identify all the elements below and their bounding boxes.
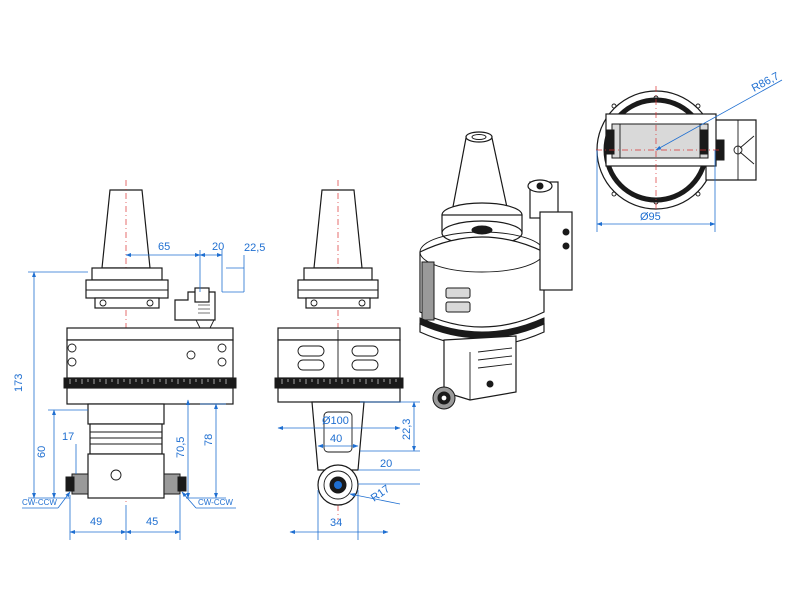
front-view bbox=[63, 180, 237, 505]
angle-scale-side bbox=[281, 379, 397, 384]
dim-22-3: 22,3 bbox=[401, 419, 413, 440]
dim-r86-7: R86,7 bbox=[750, 70, 782, 94]
dim-45: 45 bbox=[146, 516, 158, 528]
front-view-dimensions: 65 20 22,5 173 60 17 70,5 78 bbox=[13, 241, 265, 540]
cw-ccw-left: CW-CCW bbox=[22, 498, 57, 507]
dim-r17: R17 bbox=[369, 483, 392, 504]
angle-scale-front bbox=[69, 379, 227, 384]
dim-34: 34 bbox=[330, 517, 342, 529]
dim-dia-100: Ø100 bbox=[322, 415, 349, 427]
dim-70-5: 70,5 bbox=[175, 437, 187, 458]
dim-22-5: 22,5 bbox=[244, 242, 265, 254]
dim-20-top: 20 bbox=[212, 241, 224, 253]
top-view bbox=[596, 86, 757, 214]
side-view bbox=[274, 180, 404, 520]
dim-65: 65 bbox=[158, 241, 170, 253]
dim-173: 173 bbox=[13, 374, 25, 392]
dim-60: 60 bbox=[36, 446, 48, 458]
dim-dia-95: Ø95 bbox=[640, 211, 661, 223]
dim-78: 78 bbox=[203, 434, 215, 446]
dim-40: 40 bbox=[330, 433, 342, 445]
cw-ccw-right: CW-CCW bbox=[198, 498, 233, 507]
isometric-view bbox=[419, 131, 573, 410]
dim-49: 49 bbox=[90, 516, 102, 528]
dim-17: 17 bbox=[62, 431, 74, 443]
dim-20-right: 20 bbox=[380, 458, 392, 470]
